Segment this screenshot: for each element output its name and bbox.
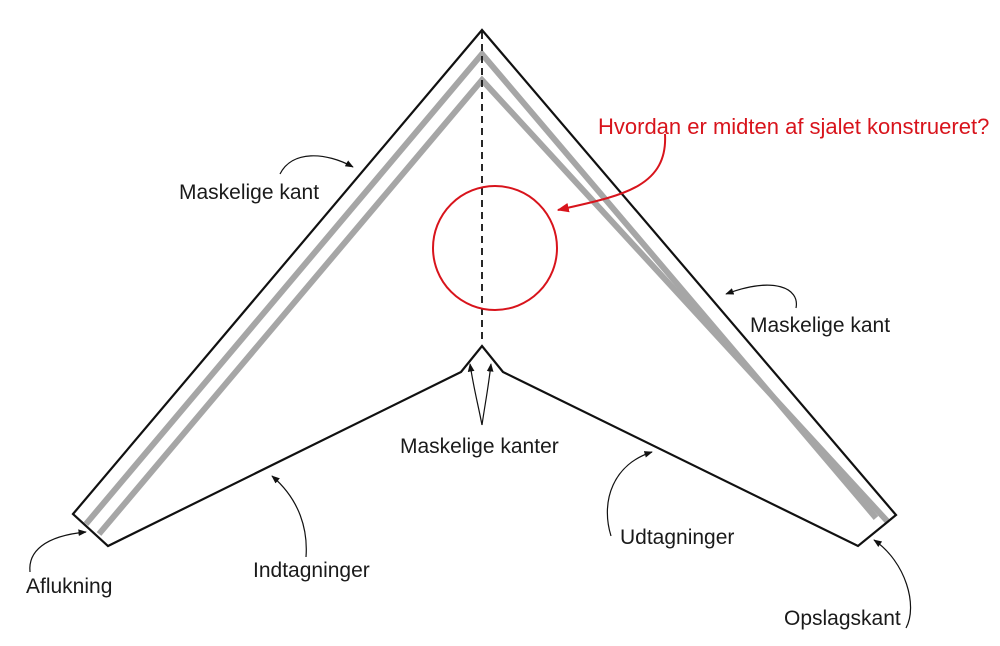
arrow-right-edge bbox=[725, 284, 797, 309]
shawl-outline bbox=[71, 28, 898, 548]
arrow-center-right bbox=[481, 363, 494, 426]
bind-off-label: Aflukning bbox=[26, 575, 113, 598]
question-arrow bbox=[556, 133, 667, 213]
arrow-decreases bbox=[271, 475, 307, 558]
question-label: Hvordan er midten af sjalet konstrueret? bbox=[598, 114, 990, 139]
cast-on-label: Opslagskant bbox=[784, 607, 901, 630]
arrow-cast-on bbox=[873, 539, 912, 629]
edge-left-label: Maskelige kant bbox=[179, 181, 320, 204]
arrow-increases bbox=[606, 451, 653, 537]
arrow-center-left bbox=[467, 363, 483, 426]
edge-right-label: Maskelige kant bbox=[750, 314, 891, 337]
arrow-left-edge bbox=[279, 155, 354, 175]
stripe-inner bbox=[96, 75, 891, 536]
arrow-bind-off bbox=[29, 529, 87, 573]
increases-label: Udtagninger bbox=[620, 526, 735, 549]
annotation-arrows bbox=[29, 155, 912, 629]
decreases-label: Indtagninger bbox=[253, 559, 370, 582]
center-question-circle bbox=[432, 185, 558, 311]
center-edges-label: Maskelige kanter bbox=[400, 435, 559, 458]
